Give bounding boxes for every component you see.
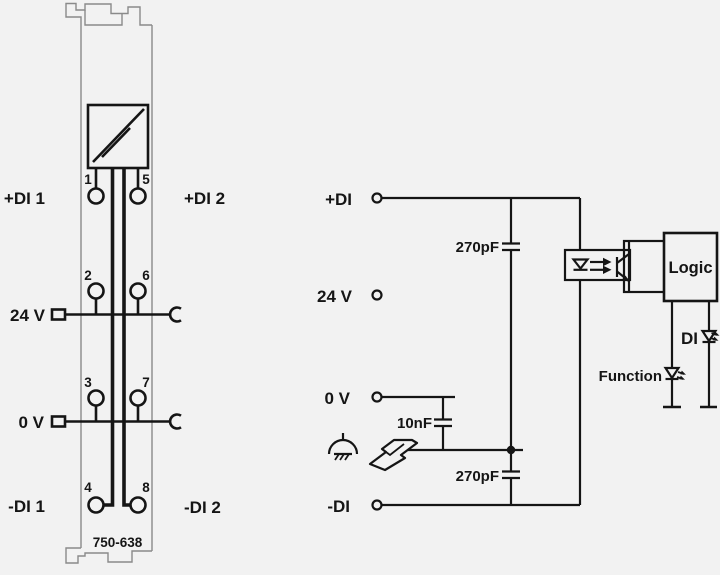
label-sch-plus-di: +DI	[325, 190, 352, 209]
terminal-2	[87, 282, 105, 300]
label-minus-di1: -DI 1	[8, 497, 45, 516]
function-led-icon	[663, 366, 686, 381]
terminal-number: 8	[142, 480, 150, 495]
label-24v: 24 V	[10, 306, 46, 325]
terminal-number: 3	[84, 375, 92, 390]
part-number: 750-638	[93, 535, 143, 550]
io-module: 1 5 2 6 3 7 4 8 +DI 1 +DI 2 24 V 0 V -DI…	[4, 2, 225, 564]
terminal-1	[87, 187, 105, 205]
label-plus-di2: +DI 2	[184, 189, 225, 208]
label-0v: 0 V	[18, 413, 44, 432]
label-minus-di2: -DI 2	[184, 498, 221, 517]
label-plus-di1: +DI 1	[4, 189, 45, 208]
optocoupler-box	[563, 248, 632, 282]
female-contact-24v	[168, 306, 182, 323]
phototransistor-icon	[615, 241, 631, 292]
label-sch-minus-di: -DI	[327, 497, 350, 516]
terminal-number: 7	[142, 375, 150, 390]
terminal-0v	[371, 391, 383, 403]
logic-label: Logic	[669, 259, 713, 277]
module-top-profile	[65, 2, 152, 26]
terminal-number: 1	[84, 172, 92, 187]
capacitor-270pf-top	[502, 242, 520, 252]
rail-0v	[50, 413, 182, 430]
female-contact-0v	[168, 413, 182, 430]
terminal-number: 5	[142, 172, 150, 187]
label-led-di: DI	[681, 329, 698, 348]
label-led-function: Function	[599, 368, 662, 385]
optocoupler	[563, 239, 667, 294]
capacitors	[434, 242, 520, 480]
schematic-wires	[381, 196, 582, 507]
rail-24v	[50, 306, 182, 323]
label-sch-24v: 24 V	[317, 287, 353, 306]
module-housing-outline	[65, 2, 153, 564]
terminal-7	[129, 389, 147, 407]
junction-dot	[506, 445, 516, 455]
terminal-number: 6	[142, 268, 150, 283]
chassis-ground-icon	[327, 433, 359, 461]
logic-box	[662, 231, 719, 303]
capacitor-270pf-bottom	[502, 470, 520, 480]
terminal-8	[129, 496, 147, 514]
indicator-diagonal-short	[101, 127, 131, 158]
male-contact-24v	[50, 308, 67, 321]
module-top-channel	[84, 10, 123, 26]
capacitor-10nf	[434, 418, 452, 428]
logic-block: Logic	[662, 231, 719, 409]
label-sch-0v: 0 V	[324, 389, 350, 408]
module-labels: +DI 1 +DI 2 24 V 0 V -DI 1 -DI 2 750-638	[4, 189, 225, 550]
terminal-number: 2	[84, 268, 92, 283]
label-cap-270pf-top: 270pF	[456, 239, 499, 256]
terminal-numbers: 1 5 2 6 3 7 4 8	[84, 172, 150, 495]
schematic-terminals	[371, 192, 383, 511]
schematic-labels: +DI 24 V 0 V -DI 270pF 10nF 270pF DI Fun…	[317, 190, 698, 516]
terminal-4	[87, 496, 105, 514]
module-bottom-profile	[65, 547, 152, 564]
label-cap-270pf-bottom: 270pF	[456, 468, 499, 485]
module-internal-wires	[94, 168, 140, 507]
male-contact-0v	[50, 415, 67, 428]
opto-led-icon	[571, 258, 590, 271]
terminal-6	[129, 282, 147, 300]
label-cap-10nf: 10nF	[397, 415, 432, 432]
bus-wire-right	[122, 168, 131, 507]
bus-wire-left	[103, 168, 115, 507]
light-arrows-icon	[590, 257, 612, 274]
terminal-minus-di	[371, 499, 383, 511]
terminal-24v	[371, 289, 383, 301]
di-led-icon	[700, 329, 720, 344]
circuit-schematic: Logic +DI 24 V 0 V	[317, 190, 720, 516]
terminal-3	[87, 389, 105, 407]
din-rail-icon	[368, 438, 419, 472]
terminal-number: 4	[84, 480, 92, 495]
terminal-plus-di	[371, 192, 383, 204]
led-indicator-box	[86, 103, 150, 170]
indicator-diagonal-long	[92, 108, 145, 163]
terminals	[87, 187, 147, 514]
terminal-5	[129, 187, 147, 205]
